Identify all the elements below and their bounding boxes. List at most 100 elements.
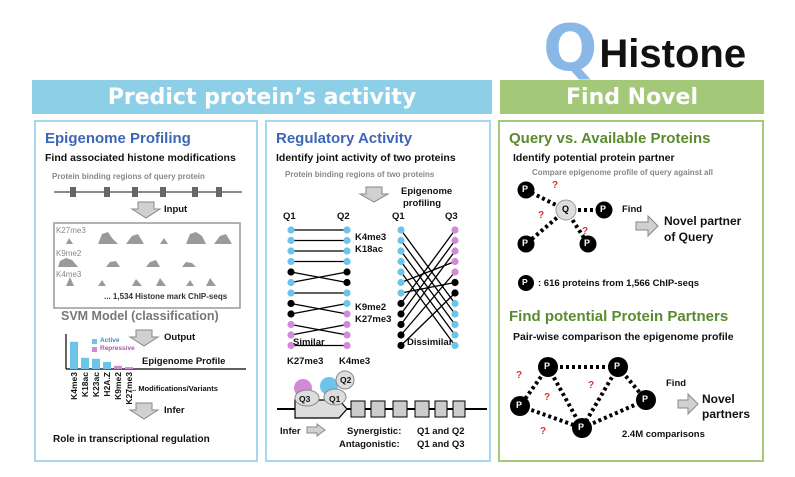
query-node-p1: P xyxy=(522,184,529,194)
node-dissimilar-q1-7 xyxy=(397,299,405,308)
question-mark-1: ? xyxy=(552,180,559,191)
q2-label: Q2 xyxy=(337,211,350,222)
track-label-k9me2: K9me2 xyxy=(56,249,82,258)
novel-partners-line2: partners xyxy=(702,407,751,421)
logo-q-letter: Q xyxy=(543,12,598,86)
regulatory-activity-graphic xyxy=(277,186,487,437)
node-similar-q1-3 xyxy=(287,257,295,266)
node-dissimilar-q3-0 xyxy=(451,226,459,234)
node-similar-q2-5 xyxy=(343,278,351,287)
node-similar-q2-6 xyxy=(343,289,351,297)
find-partners-title: Find potential Protein Partners xyxy=(509,308,729,325)
node-dissimilar-q3-11 xyxy=(451,341,459,350)
epigenome-profiling-graphic xyxy=(53,187,246,420)
node-dissimilar-q1-5 xyxy=(397,278,405,287)
bar-k9me2 xyxy=(114,365,122,369)
question-mark-2: ? xyxy=(538,210,545,221)
partner-node-p5: P xyxy=(642,394,649,404)
mark-k18ac: K18ac xyxy=(355,244,383,255)
panel-find-novel: Query vs. Available Proteins Identify po… xyxy=(498,120,764,462)
node-dissimilar-q3-6 xyxy=(451,289,459,297)
legend-repressive: Repressive xyxy=(100,345,135,352)
modifications-label: ... Modifications/Variants xyxy=(130,384,218,393)
banner-predict-activity: Predict protein’s activity xyxy=(32,80,492,114)
partner-question-2: ? xyxy=(544,392,551,403)
banner-find-novel: Find Novel xyxy=(500,80,764,114)
node-similar-q1-0 xyxy=(287,226,295,234)
partners-subtitle: Pair-wise comparison the epigenome profi… xyxy=(513,331,734,343)
node-dissimilar-q3-1 xyxy=(451,236,459,245)
histone-mark-count: ... 1,534 Histone mark ChIP-seqs xyxy=(104,292,228,301)
query-subtitle: Identify potential protein partner xyxy=(513,152,675,164)
node-similar-q2-1 xyxy=(343,236,351,245)
node-similar-q2-8 xyxy=(343,310,351,318)
mark-k4me3: K4me3 xyxy=(355,232,387,243)
node-similar-q1-10 xyxy=(287,331,295,339)
node-similar-q2-10 xyxy=(343,331,351,339)
node-similar-q2-9 xyxy=(343,320,351,329)
node-dissimilar-q1-11 xyxy=(397,341,405,350)
epigenome-profiling-subtitle: Find associated histone modifications xyxy=(45,152,236,164)
q3-label: Q3 xyxy=(445,211,458,222)
bar-k27me3 xyxy=(125,367,133,369)
antagonistic-value: Q1 and Q3 xyxy=(417,439,465,450)
partner-node-p4: P xyxy=(578,422,585,432)
bar-k18ac xyxy=(81,357,89,369)
partner-question-1: ? xyxy=(516,370,523,381)
dissimilar-label: Dissimilar xyxy=(407,337,453,348)
epigenome-profile-bars xyxy=(70,341,133,369)
node-similar-q1-7 xyxy=(287,299,295,308)
bar-label-h2az: H2A.Z xyxy=(102,372,112,397)
regulatory-activity-title: Regulatory Activity xyxy=(276,130,413,147)
two-protein-binding-label: Protein binding regions of two proteins xyxy=(285,170,435,179)
panel-epigenome-profiling: Epigenome Profiling Find associated hist… xyxy=(34,120,258,462)
node-similar-q1-11 xyxy=(287,341,295,350)
novel-partner-line1: Novel partner xyxy=(664,214,742,228)
gene-k4me3-label: K4me3 xyxy=(339,356,371,367)
qhistone-logo: Q Histone xyxy=(543,12,746,86)
bar-k4me3 xyxy=(70,341,78,369)
profiling-label: profiling xyxy=(403,198,441,209)
epigenome-profiling-title: Epigenome Profiling xyxy=(45,130,191,147)
comparisons-count: 2.4M comparisons xyxy=(622,429,705,440)
partner-question-3: ? xyxy=(588,380,595,391)
node-dissimilar-q1-4 xyxy=(397,268,405,276)
legend-node-p: P xyxy=(522,277,528,287)
node-similar-q2-4 xyxy=(343,268,351,276)
output-label: Output xyxy=(164,332,196,343)
panel-regulatory-activity: Regulatory Activity Identify joint activ… xyxy=(265,120,491,462)
bar-label-k9me2: K9me2 xyxy=(113,372,123,400)
gene-q1-label: Q1 xyxy=(329,394,341,404)
node-similar-q2-11 xyxy=(343,341,351,350)
query-node-p2: P xyxy=(600,204,607,214)
node-dissimilar-q3-8 xyxy=(451,310,459,318)
node-similar-q1-4 xyxy=(287,268,295,276)
q1-label-right: Q1 xyxy=(392,211,405,222)
node-similar-q2-0 xyxy=(343,226,351,234)
epigenome-label: Epigenome xyxy=(401,186,453,197)
node-dissimilar-q3-5 xyxy=(451,278,459,287)
node-dissimilar-q1-3 xyxy=(397,257,405,266)
bar-label-k4me3: K4me3 xyxy=(69,372,79,400)
node-similar-q1-2 xyxy=(287,247,295,255)
epigenome-profile-label: Epigenome Profile xyxy=(142,356,226,367)
mark-k9me2: K9me2 xyxy=(355,302,387,313)
partner-node-p1: P xyxy=(544,361,551,371)
node-dissimilar-q1-1 xyxy=(397,236,405,245)
q1-label-left: Q1 xyxy=(283,211,296,222)
partner-question-4: ? xyxy=(540,426,547,437)
bar-label-k18ac: K18ac xyxy=(80,372,90,398)
novel-partner-line2: of Query xyxy=(664,230,714,244)
partner-node-p2: P xyxy=(614,361,621,371)
similar-label: Similar xyxy=(293,337,325,348)
novel-partners-line1: Novel xyxy=(702,392,735,406)
infer-label: Infer xyxy=(164,405,185,416)
node-similar-q1-1 xyxy=(287,236,295,245)
node-similar-q2-7 xyxy=(343,299,351,308)
node-dissimilar-q3-7 xyxy=(451,299,459,308)
role-label: Role in transcriptional regulation xyxy=(53,434,210,445)
regulatory-activity-subtitle: Identify joint activity of two proteins xyxy=(276,152,456,164)
compare-label: Compare epigenome profile of query again… xyxy=(532,168,713,177)
node-dissimilar-q3-10 xyxy=(451,331,459,339)
antagonistic-label: Antagonistic: xyxy=(339,439,400,450)
